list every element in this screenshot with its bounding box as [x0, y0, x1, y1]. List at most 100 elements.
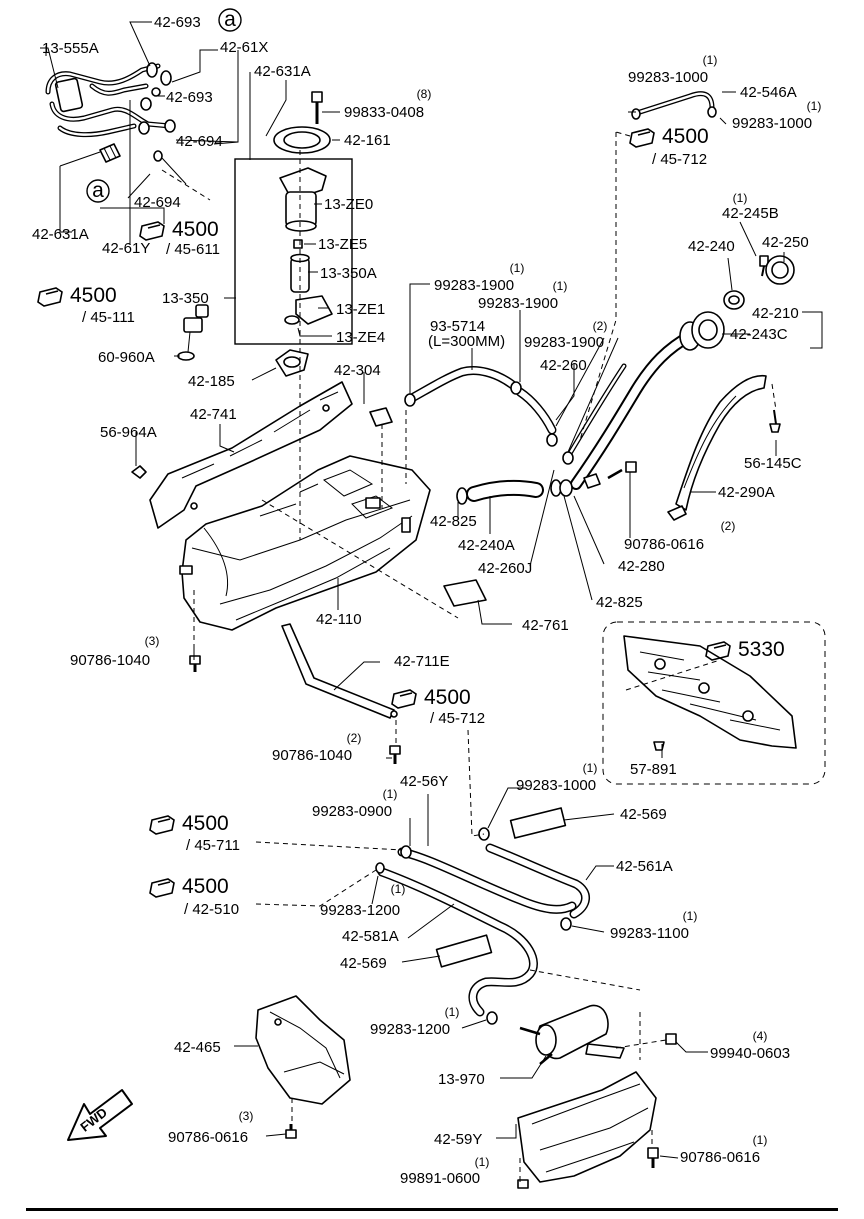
part-callout: 90786-0616	[168, 1129, 248, 1146]
quantity-label: (1)	[733, 191, 748, 205]
quantity-label: (3)	[239, 1109, 254, 1123]
fuel-pump-module	[279, 167, 327, 232]
part-callout: 42-185	[188, 373, 235, 390]
breather-hoses	[404, 366, 558, 447]
part-callout: 42-569	[620, 806, 667, 823]
part-callout: 42-631A	[32, 226, 89, 243]
reference-group-number: 4500	[424, 686, 471, 709]
part-callout: 13-ZE5	[318, 236, 367, 253]
bolt-90786-1040-center	[389, 745, 401, 764]
reference-group-number: 4500	[182, 875, 229, 898]
part-callout: 42-161	[344, 132, 391, 149]
part-callout: 42-260J	[478, 560, 532, 577]
part-callout: 42-290A	[718, 484, 775, 501]
part-drawings	[45, 62, 826, 1189]
part-callout: 93-5714	[430, 318, 485, 335]
nut-99940-0603	[665, 1033, 677, 1045]
quantity-label: (3)	[145, 634, 160, 648]
insulator-detail-box	[602, 621, 826, 785]
part-callout: 99283-1200	[370, 1021, 450, 1038]
part-callout: 42-825	[430, 513, 477, 530]
strainer-13-ze1	[284, 295, 333, 325]
part-callout: 42-56Y	[400, 773, 448, 790]
reference-group-number: 4500	[172, 218, 219, 241]
quantity-label: (1)	[510, 261, 525, 275]
protector-42-59y	[517, 1071, 657, 1183]
quantity-label: (1)	[553, 279, 568, 293]
leader-lines	[40, 21, 823, 1182]
part-callout: 99833-0408	[344, 104, 424, 121]
part-callout: 42-240	[688, 238, 735, 255]
reference-page-number: / 45-611	[166, 241, 220, 258]
filler-neck-42-243c	[691, 311, 725, 349]
part-callout: 42-465	[174, 1039, 221, 1056]
part-callout: 42-61X	[220, 39, 268, 56]
fuel-filter-13-970	[519, 1004, 625, 1065]
bolt-90786-0616-protector	[285, 1124, 297, 1139]
part-callout: 42-110	[316, 611, 362, 628]
part-callout: 99283-0900	[312, 803, 392, 820]
fender-liner-42-290a	[667, 375, 767, 521]
part-callout: 99940-0603	[710, 1045, 790, 1062]
reference-page-number: / 45-712	[430, 710, 485, 727]
part-callout: 42-825	[596, 594, 643, 611]
clip-56-964a	[131, 465, 147, 479]
part-callout: 99283-1900	[524, 334, 604, 351]
reference-group-number: 4500	[70, 284, 117, 307]
page-reference-icon	[139, 221, 165, 241]
filler-cap-parts	[723, 255, 795, 310]
bottom-rule	[26, 1208, 838, 1211]
quantity-label: (1)	[583, 761, 598, 775]
part-callout: 99283-1000	[732, 115, 812, 132]
part-callout: 42-280	[618, 558, 665, 575]
reference-page-number: / 42-510	[184, 901, 239, 918]
part-callout: 99283-1000	[516, 777, 596, 794]
circle-marker-letter: a	[92, 179, 104, 202]
quantity-label: (8)	[417, 87, 432, 101]
breather-line-42-546a	[631, 91, 717, 120]
assembly-dashed-lines	[161, 131, 777, 1180]
circle-marker	[218, 8, 242, 32]
tank-strap-42-711e	[281, 623, 398, 719]
connector-60-960a	[177, 304, 209, 361]
part-callout: 42-561A	[616, 858, 673, 875]
bolt-90786-0616-filler	[607, 461, 637, 480]
part-callout: 57-891	[630, 761, 677, 778]
reference-page-number: / 45-711	[186, 837, 240, 854]
page-reference-icon	[37, 287, 63, 307]
part-callout: 42-693	[154, 14, 201, 31]
part-callout: 99283-1000	[628, 69, 708, 86]
part-callout: 42-61Y	[102, 240, 150, 257]
quantity-label: (2)	[593, 319, 608, 333]
part-callout: 42-245B	[722, 205, 779, 222]
part-callout: (L=300MM)	[428, 333, 505, 350]
fuel-pump-group-box	[234, 158, 353, 345]
part-callout: 60-960A	[98, 349, 155, 366]
quantity-label: (2)	[721, 519, 736, 533]
part-callout: 42-243C	[730, 326, 788, 343]
bolt-99833-0408	[311, 91, 323, 124]
circle-marker	[86, 179, 110, 203]
part-callout: 90786-1040	[272, 747, 352, 764]
quantity-label: (2)	[347, 731, 362, 745]
quantity-label: (1)	[475, 1155, 490, 1169]
part-callout: 90786-1040	[70, 652, 150, 669]
part-callout: 13-555A	[42, 40, 99, 57]
part-callout: 13-ZE1	[336, 301, 385, 318]
pad-42-304	[369, 407, 393, 427]
part-callout: 13-ZE0	[324, 196, 373, 213]
part-callout: 99283-1900	[434, 277, 514, 294]
part-callout: 99283-1900	[478, 295, 558, 312]
part-callout: 90786-0616	[680, 1149, 760, 1166]
protector-42-465	[255, 995, 351, 1105]
part-callout: 42-694	[134, 194, 181, 211]
fuel-line-assembly-top-left	[45, 62, 176, 163]
part-callout: 42-631A	[254, 63, 311, 80]
filter-13-ze5	[293, 239, 303, 249]
part-callout: 42-741	[190, 406, 237, 423]
part-callout: 42-569	[340, 955, 387, 972]
part-callout: 13-350	[162, 290, 209, 307]
part-callout: 42-59Y	[434, 1131, 482, 1148]
part-callout: 99283-1200	[320, 902, 400, 919]
